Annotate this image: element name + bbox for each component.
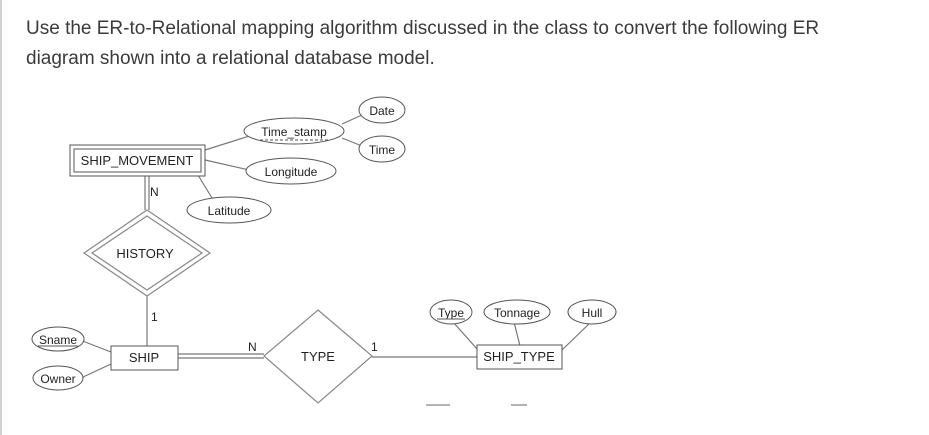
attribute-longitude-label: Longitude [265,165,318,179]
attribute-tonnage-label: Tonnage [494,306,540,320]
attribute-owner-label: Owner [40,372,75,386]
attribute-time: Time [358,135,406,163]
entity-ship: SHIP [110,345,179,371]
connector-date [341,114,363,125]
left-border [0,0,2,435]
attribute-latitude: Latitude [186,196,272,224]
connector-sname [79,339,112,353]
attribute-sname: Sname [31,326,85,352]
question-line-2: diagram shown into a relational database… [26,48,435,69]
attribute-type: Type [429,299,473,325]
attribute-time-stamp: Time_stamp [243,117,345,145]
attribute-longitude: Longitude [245,157,337,185]
cardinality-type-ship: N [248,340,257,354]
connector-time [341,137,363,147]
attribute-date: Date [358,96,406,124]
relationship-type-label: TYPE [301,349,335,364]
attribute-latitude-label: Latitude [208,204,251,218]
attribute-type-label: Type [438,306,464,320]
entity-ship-type: SHIP_TYPE [476,344,563,370]
connector-latitude [197,174,213,199]
attribute-time-stamp-label: Time_stamp [261,125,327,139]
entity-ship-label: SHIP [129,350,159,365]
cardinality-history-ship-movement: N [150,185,159,199]
attribute-hull-label: Hull [582,306,603,320]
attribute-hull: Hull [567,299,617,325]
connector-type-attr [452,321,479,351]
attribute-tonnage: Tonnage [483,299,551,325]
connector-hull [561,321,592,351]
cardinality-history-ship: 1 [151,310,158,324]
connector-owner [80,363,112,379]
relationship-type: TYPE [263,309,373,404]
entity-ship-movement-label: SHIP_MOVEMENT [81,153,194,168]
attribute-time-label: Time [369,143,396,157]
attribute-sname-label: Sname [39,333,77,347]
attribute-owner: Owner [32,365,84,391]
relationship-history-label: HISTORY [116,246,174,261]
cardinality-type-ship-type: 1 [371,340,378,354]
question-text: Use the ER-to-Relational mapping algorit… [26,14,906,74]
relationship-history: HISTORY [82,209,212,297]
question-line-1: Use the ER-to-Relational mapping algorit… [26,18,820,39]
entity-ship-type-label: SHIP_TYPE [483,349,555,364]
attribute-date-label: Date [369,104,395,118]
entity-ship-movement: SHIP_MOVEMENT [69,144,206,177]
